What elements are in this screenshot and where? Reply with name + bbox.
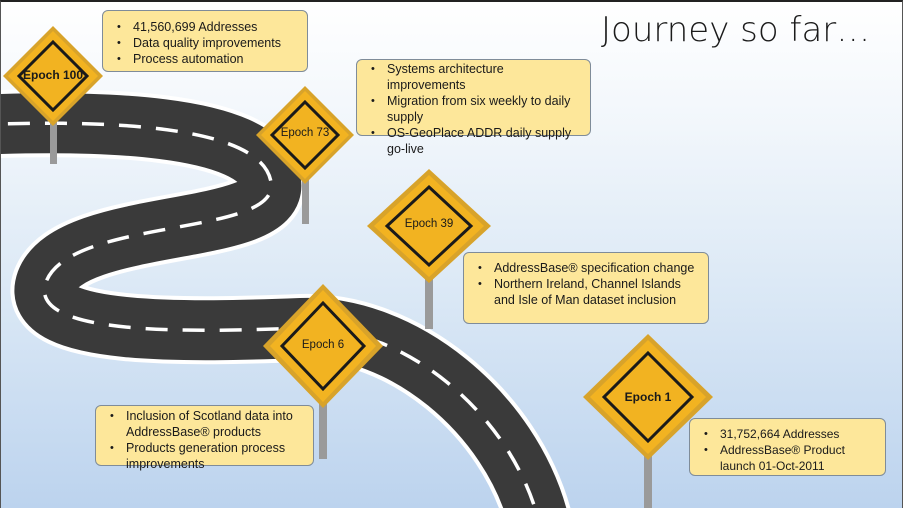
- sign-epoch-6: Epoch 6: [263, 284, 383, 459]
- bullet-item: OS-GeoPlace ADDR daily supply go-live: [363, 125, 584, 157]
- diamond-sign-icon: [263, 284, 383, 459]
- sign-label: Epoch 100: [22, 68, 84, 82]
- bullet-item: Northern Ireland, Channel Islands and Is…: [470, 276, 702, 308]
- sign-label: Epoch 1: [624, 390, 672, 404]
- bullet-item: Data quality improvements: [109, 35, 301, 51]
- sign-epoch-73: Epoch 73: [256, 86, 354, 226]
- bullet-item: 41,560,699 Addresses: [109, 19, 301, 35]
- callout-epoch-39: AddressBase® specification change Northe…: [463, 252, 709, 324]
- sign-label: Epoch 39: [404, 218, 454, 230]
- diamond-sign-icon: [583, 334, 713, 508]
- callout-epoch-6: Inclusion of Scotland data into AddressB…: [95, 405, 314, 471]
- bullet-item: Products generation process improvements: [102, 440, 307, 472]
- bullet-item: Inclusion of Scotland data into AddressB…: [102, 408, 307, 440]
- sign-epoch-100: Epoch 100: [3, 26, 103, 166]
- callout-epoch-73: Systems architecture improvements Migrat…: [356, 59, 591, 156]
- diamond-sign-icon: [3, 26, 103, 164]
- bullet-item: AddressBase® Product launch 01-Oct-2011: [696, 442, 875, 474]
- bullet-item: Migration from six weekly to daily suppl…: [363, 93, 584, 125]
- diamond-sign-icon: [367, 169, 491, 329]
- callout-epoch-100: 41,560,699 Addresses Data quality improv…: [102, 10, 308, 72]
- sign-label: Epoch 6: [301, 339, 345, 351]
- callout-epoch-1: 31,752,664 Addresses AddressBase® Produc…: [689, 418, 886, 476]
- page-title: Journey so far…: [601, 10, 871, 50]
- diamond-sign-icon: [256, 86, 354, 224]
- bullet-item: Systems architecture improvements: [363, 61, 584, 93]
- bullet-item: Process automation: [109, 51, 301, 67]
- sign-epoch-1: Epoch 1: [583, 334, 713, 508]
- bullet-item: AddressBase® specification change: [470, 260, 702, 276]
- bullet-item: 31,752,664 Addresses: [696, 426, 875, 442]
- sign-label: Epoch 73: [280, 127, 330, 139]
- sign-epoch-39: Epoch 39: [367, 169, 491, 329]
